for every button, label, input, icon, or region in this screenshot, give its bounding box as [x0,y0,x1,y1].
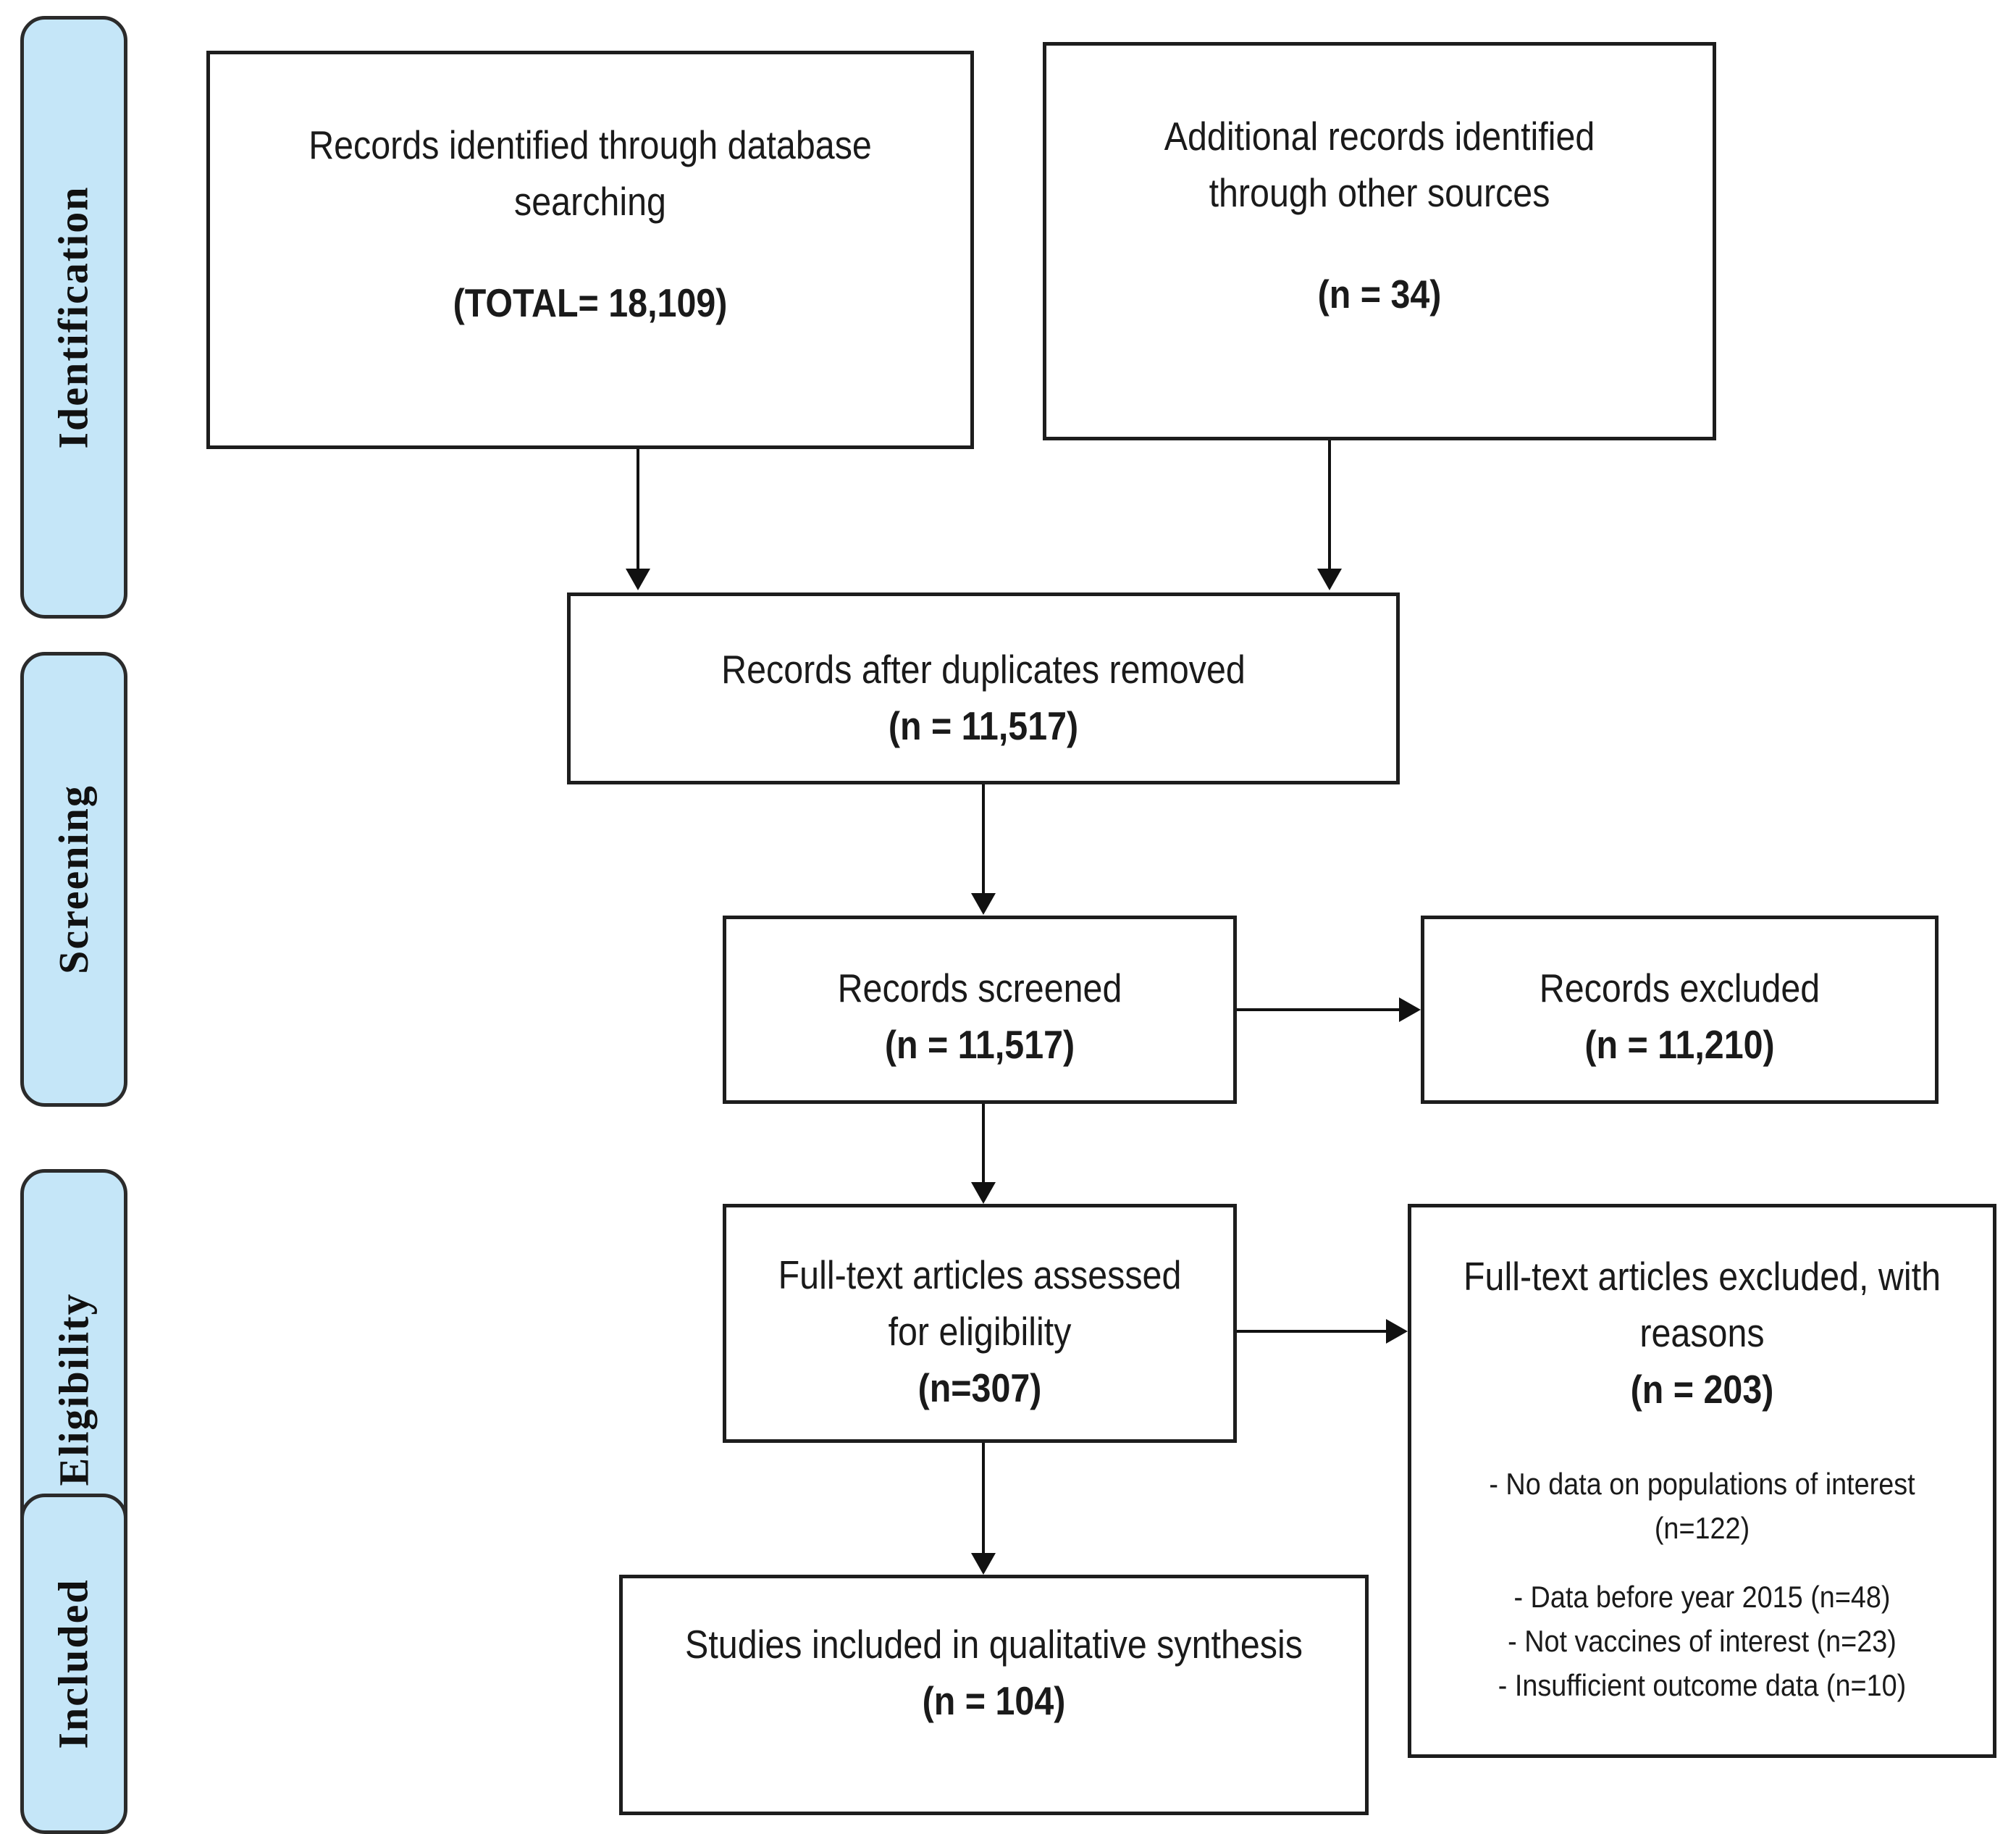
phase-tab-identification: Identification [20,16,127,619]
records-screened-count: (n = 11,517) [884,1022,1075,1068]
connector-other-to-duplicates [1328,440,1331,569]
connector-database-to-duplicates [637,449,639,569]
studies-included-count: (n = 104) [922,1678,1066,1724]
fulltext-excluded-line1: Full-text articles excluded, with [1463,1254,1941,1299]
phase-tab-screening: Screening [20,652,127,1107]
arrowhead-duplicates-to-screened [971,893,996,915]
box-duplicates-removed: Records after duplicates removed (n = 11… [567,593,1400,784]
other-records-line1: Additional records identified [1164,114,1595,159]
phase-label-included: Included [50,1578,98,1749]
box-fulltext-assessed: Full-text articles assessed for eligibil… [723,1204,1237,1443]
fulltext-excluded-reason-2: - Data before year 2015 (n=48) [1513,1580,1891,1615]
fulltext-assessed-line1: Full-text articles assessed [778,1252,1182,1297]
fulltext-assessed-count: (n=307) [917,1365,1042,1411]
fulltext-excluded-count: (n = 203) [1630,1367,1774,1412]
fulltext-excluded-reason-4: - Insufficient outcome data (n=10) [1498,1667,1907,1702]
fulltext-excluded-reason-1-count: (n=122) [1654,1511,1750,1546]
arrowhead-fulltext-to-excluded [1386,1319,1408,1344]
phase-label-identification: Identification [50,185,97,449]
box-records-screened: Records screened (n = 11,517) [723,916,1237,1104]
box-database-records: Records identified through database sear… [206,51,974,449]
connector-fulltext-to-included [982,1443,985,1553]
box-fulltext-excluded: Full-text articles excluded, with reason… [1408,1204,1996,1758]
arrowhead-screened-to-fulltext [971,1182,996,1204]
records-screened-line1: Records screened [837,966,1122,1010]
records-excluded-line1: Records excluded [1539,966,1820,1010]
arrowhead-fulltext-to-included [971,1553,996,1575]
studies-included-line1: Studies included in qualitative synthesi… [685,1622,1303,1667]
phase-label-eligibility: Eligibility [50,1292,98,1486]
phase-label-screening: Screening [50,784,97,974]
duplicates-removed-count: (n = 11,517) [888,703,1079,749]
fulltext-excluded-reason-1: - No data on populations of interest [1489,1467,1915,1502]
arrowhead-screened-to-excluded [1399,997,1421,1022]
phase-tab-included: Included [20,1494,127,1834]
arrowhead-database-to-duplicates [626,569,650,590]
duplicates-removed-line1: Records after duplicates removed [721,647,1246,692]
other-records-line2: through other sources [1209,170,1550,216]
database-records-count: (TOTAL= 18,109) [453,280,728,326]
box-other-records: Additional records identified through ot… [1043,42,1716,440]
fulltext-assessed-line2: for eligibility [888,1309,1072,1354]
connector-screened-to-excluded [1237,1008,1399,1011]
fulltext-excluded-line2: reasons [1639,1310,1765,1356]
connector-screened-to-fulltext [982,1104,985,1182]
box-records-excluded: Records excluded (n = 11,210) [1421,916,1939,1104]
arrowhead-other-to-duplicates [1317,569,1342,590]
connector-duplicates-to-screened [982,784,985,893]
records-excluded-count: (n = 11,210) [1584,1022,1775,1068]
database-records-line2: searching [514,179,666,225]
other-records-count: (n = 34) [1317,272,1442,317]
fulltext-excluded-reason-3: - Not vaccines of interest (n=23) [1508,1623,1897,1658]
box-studies-included: Studies included in qualitative synthesi… [619,1575,1369,1815]
database-records-line1: Records identified through database [308,122,872,167]
connector-fulltext-to-excluded [1237,1330,1386,1333]
